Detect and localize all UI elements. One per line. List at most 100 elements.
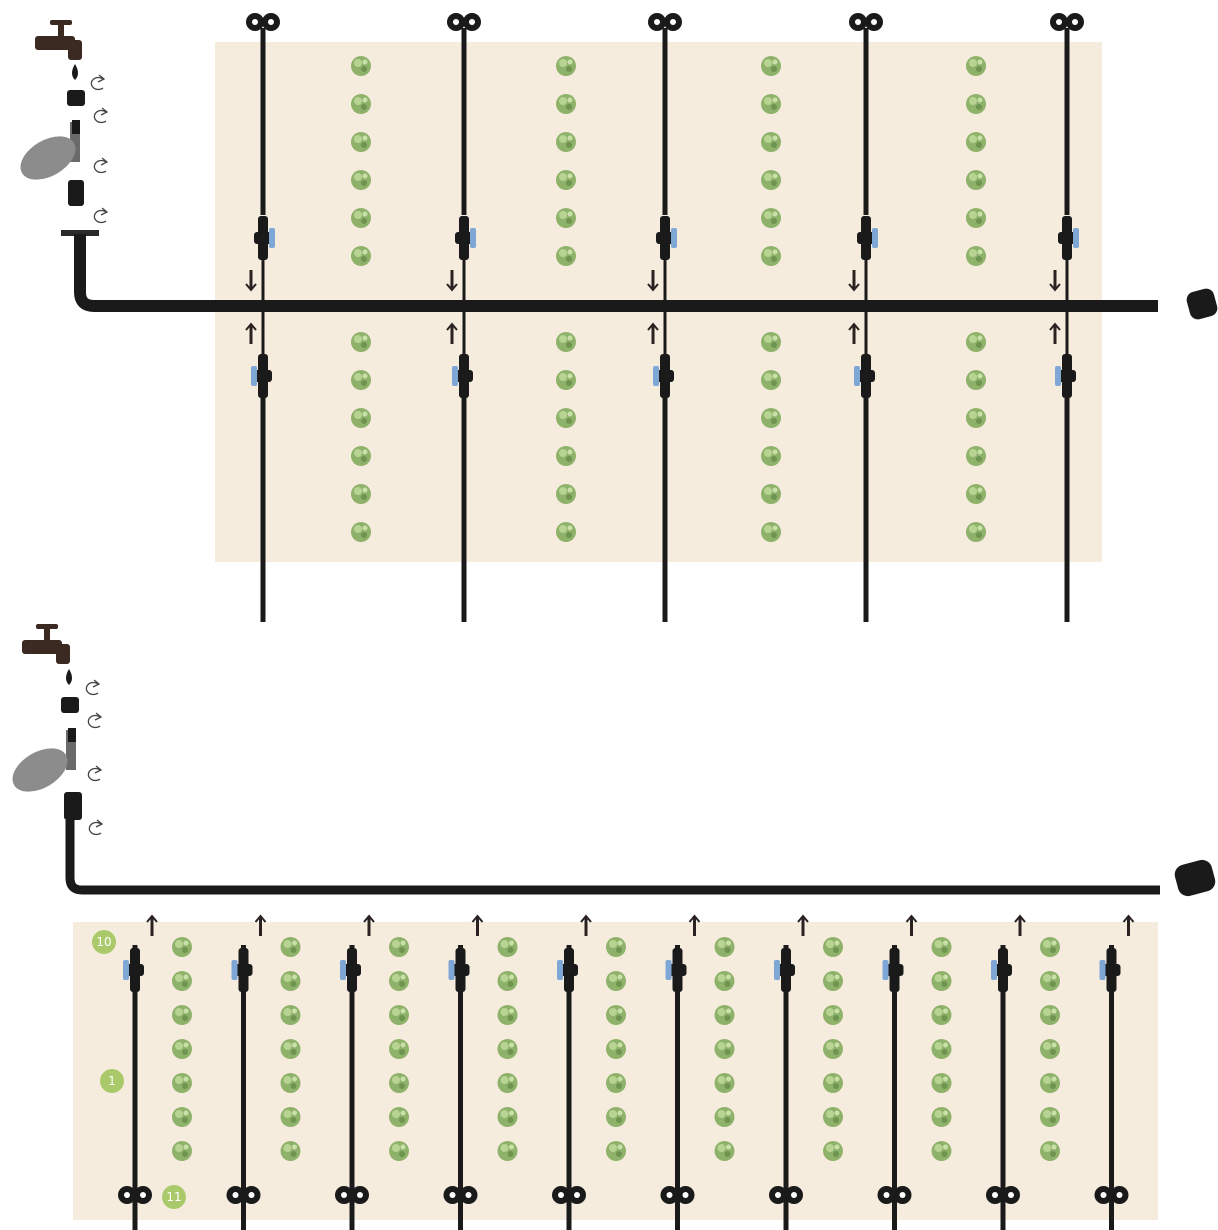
lettuce-icon (556, 522, 576, 542)
lettuce-icon (280, 1039, 301, 1059)
lettuce-icon (351, 370, 371, 390)
lettuce-icon (931, 1141, 952, 1161)
lettuce-icon (280, 971, 301, 991)
lettuce-icon (714, 1039, 735, 1059)
adapter-icon (61, 697, 79, 713)
lettuce-icon (761, 408, 781, 428)
lettuce-icon (714, 1005, 735, 1025)
lettuce-icon (966, 484, 986, 504)
lettuce-icon (606, 1107, 626, 1127)
rotate-arrow-icon (88, 819, 103, 836)
lettuce-icon (556, 408, 576, 428)
lettuce-icon (351, 446, 371, 466)
rotate-arrow-icon (93, 207, 108, 224)
lettuce-icon (1040, 1005, 1060, 1025)
lettuce-icon (351, 484, 371, 504)
lettuce-icon (823, 1107, 843, 1127)
lettuce-icon (714, 1141, 735, 1161)
lettuce-icon (1040, 1141, 1060, 1161)
tee-cap (61, 230, 99, 236)
lettuce-icon (556, 94, 576, 114)
lettuce-icon (351, 246, 371, 266)
lettuce-icon (556, 484, 576, 504)
lettuce-icon (280, 1073, 301, 1093)
rotate-arrow-icon (90, 74, 105, 91)
lettuce-icon (761, 170, 781, 190)
lettuce-icon (761, 522, 781, 542)
lettuce-icon (172, 1005, 192, 1025)
bottom-laterals (118, 914, 1135, 1230)
lettuce-icon (172, 971, 192, 991)
lettuce-icon (714, 937, 735, 957)
lettuce-icon (931, 1005, 952, 1025)
lettuce-icon (761, 484, 781, 504)
lettuce-icon (931, 971, 952, 991)
lettuce-icon (389, 1039, 409, 1059)
lettuce-icon (389, 1141, 409, 1161)
top-layout (20, 13, 1218, 622)
lettuce-icon (761, 56, 781, 76)
lettuce-icon (761, 446, 781, 466)
connector-icon (64, 792, 82, 820)
lettuce-icon (606, 1141, 626, 1161)
end-cap-icon (1186, 288, 1218, 320)
lettuce-icon (389, 1005, 409, 1025)
callout-badge-1: 1 (100, 1069, 124, 1093)
lettuce-icon (556, 170, 576, 190)
lettuce-icon (497, 937, 518, 957)
lettuce-icon (606, 937, 626, 957)
lettuce-icon (389, 937, 409, 957)
lettuce-icon (172, 937, 192, 957)
bottom-layout (12, 624, 1216, 1230)
lettuce-icon (606, 1039, 626, 1059)
adapter-icon (67, 90, 85, 106)
lettuce-icon (280, 1107, 301, 1127)
lettuce-icon (761, 94, 781, 114)
lettuce-icon (606, 971, 626, 991)
rotate-arrow-icon (93, 157, 108, 174)
lettuce-icon (606, 1005, 626, 1025)
lettuce-icon (556, 208, 576, 228)
lettuce-icon (351, 332, 371, 352)
lettuce-icon (556, 132, 576, 152)
lettuce-icon (966, 170, 986, 190)
rotate-arrow-icon (93, 107, 108, 124)
lettuce-icon (497, 1005, 518, 1025)
lettuce-icon (761, 246, 781, 266)
lettuce-icon (966, 370, 986, 390)
lettuce-icon (172, 1107, 192, 1127)
faucet-icon (35, 20, 82, 60)
top-supply-assembly (20, 20, 108, 236)
lettuce-icon (966, 94, 986, 114)
lettuce-icon (351, 408, 371, 428)
lettuce-icon (931, 1039, 952, 1059)
lettuce-icon (823, 1141, 843, 1161)
lettuce-icon (714, 1107, 735, 1127)
lettuce-icon (556, 56, 576, 76)
lettuce-icon (497, 1141, 518, 1161)
lettuce-icon (280, 1005, 301, 1025)
filter-icon (20, 120, 80, 180)
callout-badge-11: 11 (162, 1185, 186, 1209)
lettuce-icon (714, 971, 735, 991)
lettuce-icon (497, 1073, 518, 1093)
callout-badge-10: 10 (92, 930, 116, 954)
lettuce-icon (172, 1039, 192, 1059)
lettuce-icon (389, 971, 409, 991)
faucet-icon (22, 624, 70, 664)
lettuce-icon (966, 56, 986, 76)
lettuce-icon (966, 332, 986, 352)
bottom-main-line (65, 820, 1160, 895)
lettuce-icon (966, 208, 986, 228)
top-main-line (74, 234, 1158, 312)
lettuce-icon (172, 1141, 192, 1161)
lettuce-icon (556, 332, 576, 352)
lettuce-icon (351, 56, 371, 76)
lettuce-icon (1040, 1039, 1060, 1059)
rotate-arrow-icon (85, 679, 100, 696)
lettuce-icon (966, 408, 986, 428)
lettuce-icon (351, 132, 371, 152)
lettuce-icon (966, 132, 986, 152)
lettuce-icon (761, 370, 781, 390)
